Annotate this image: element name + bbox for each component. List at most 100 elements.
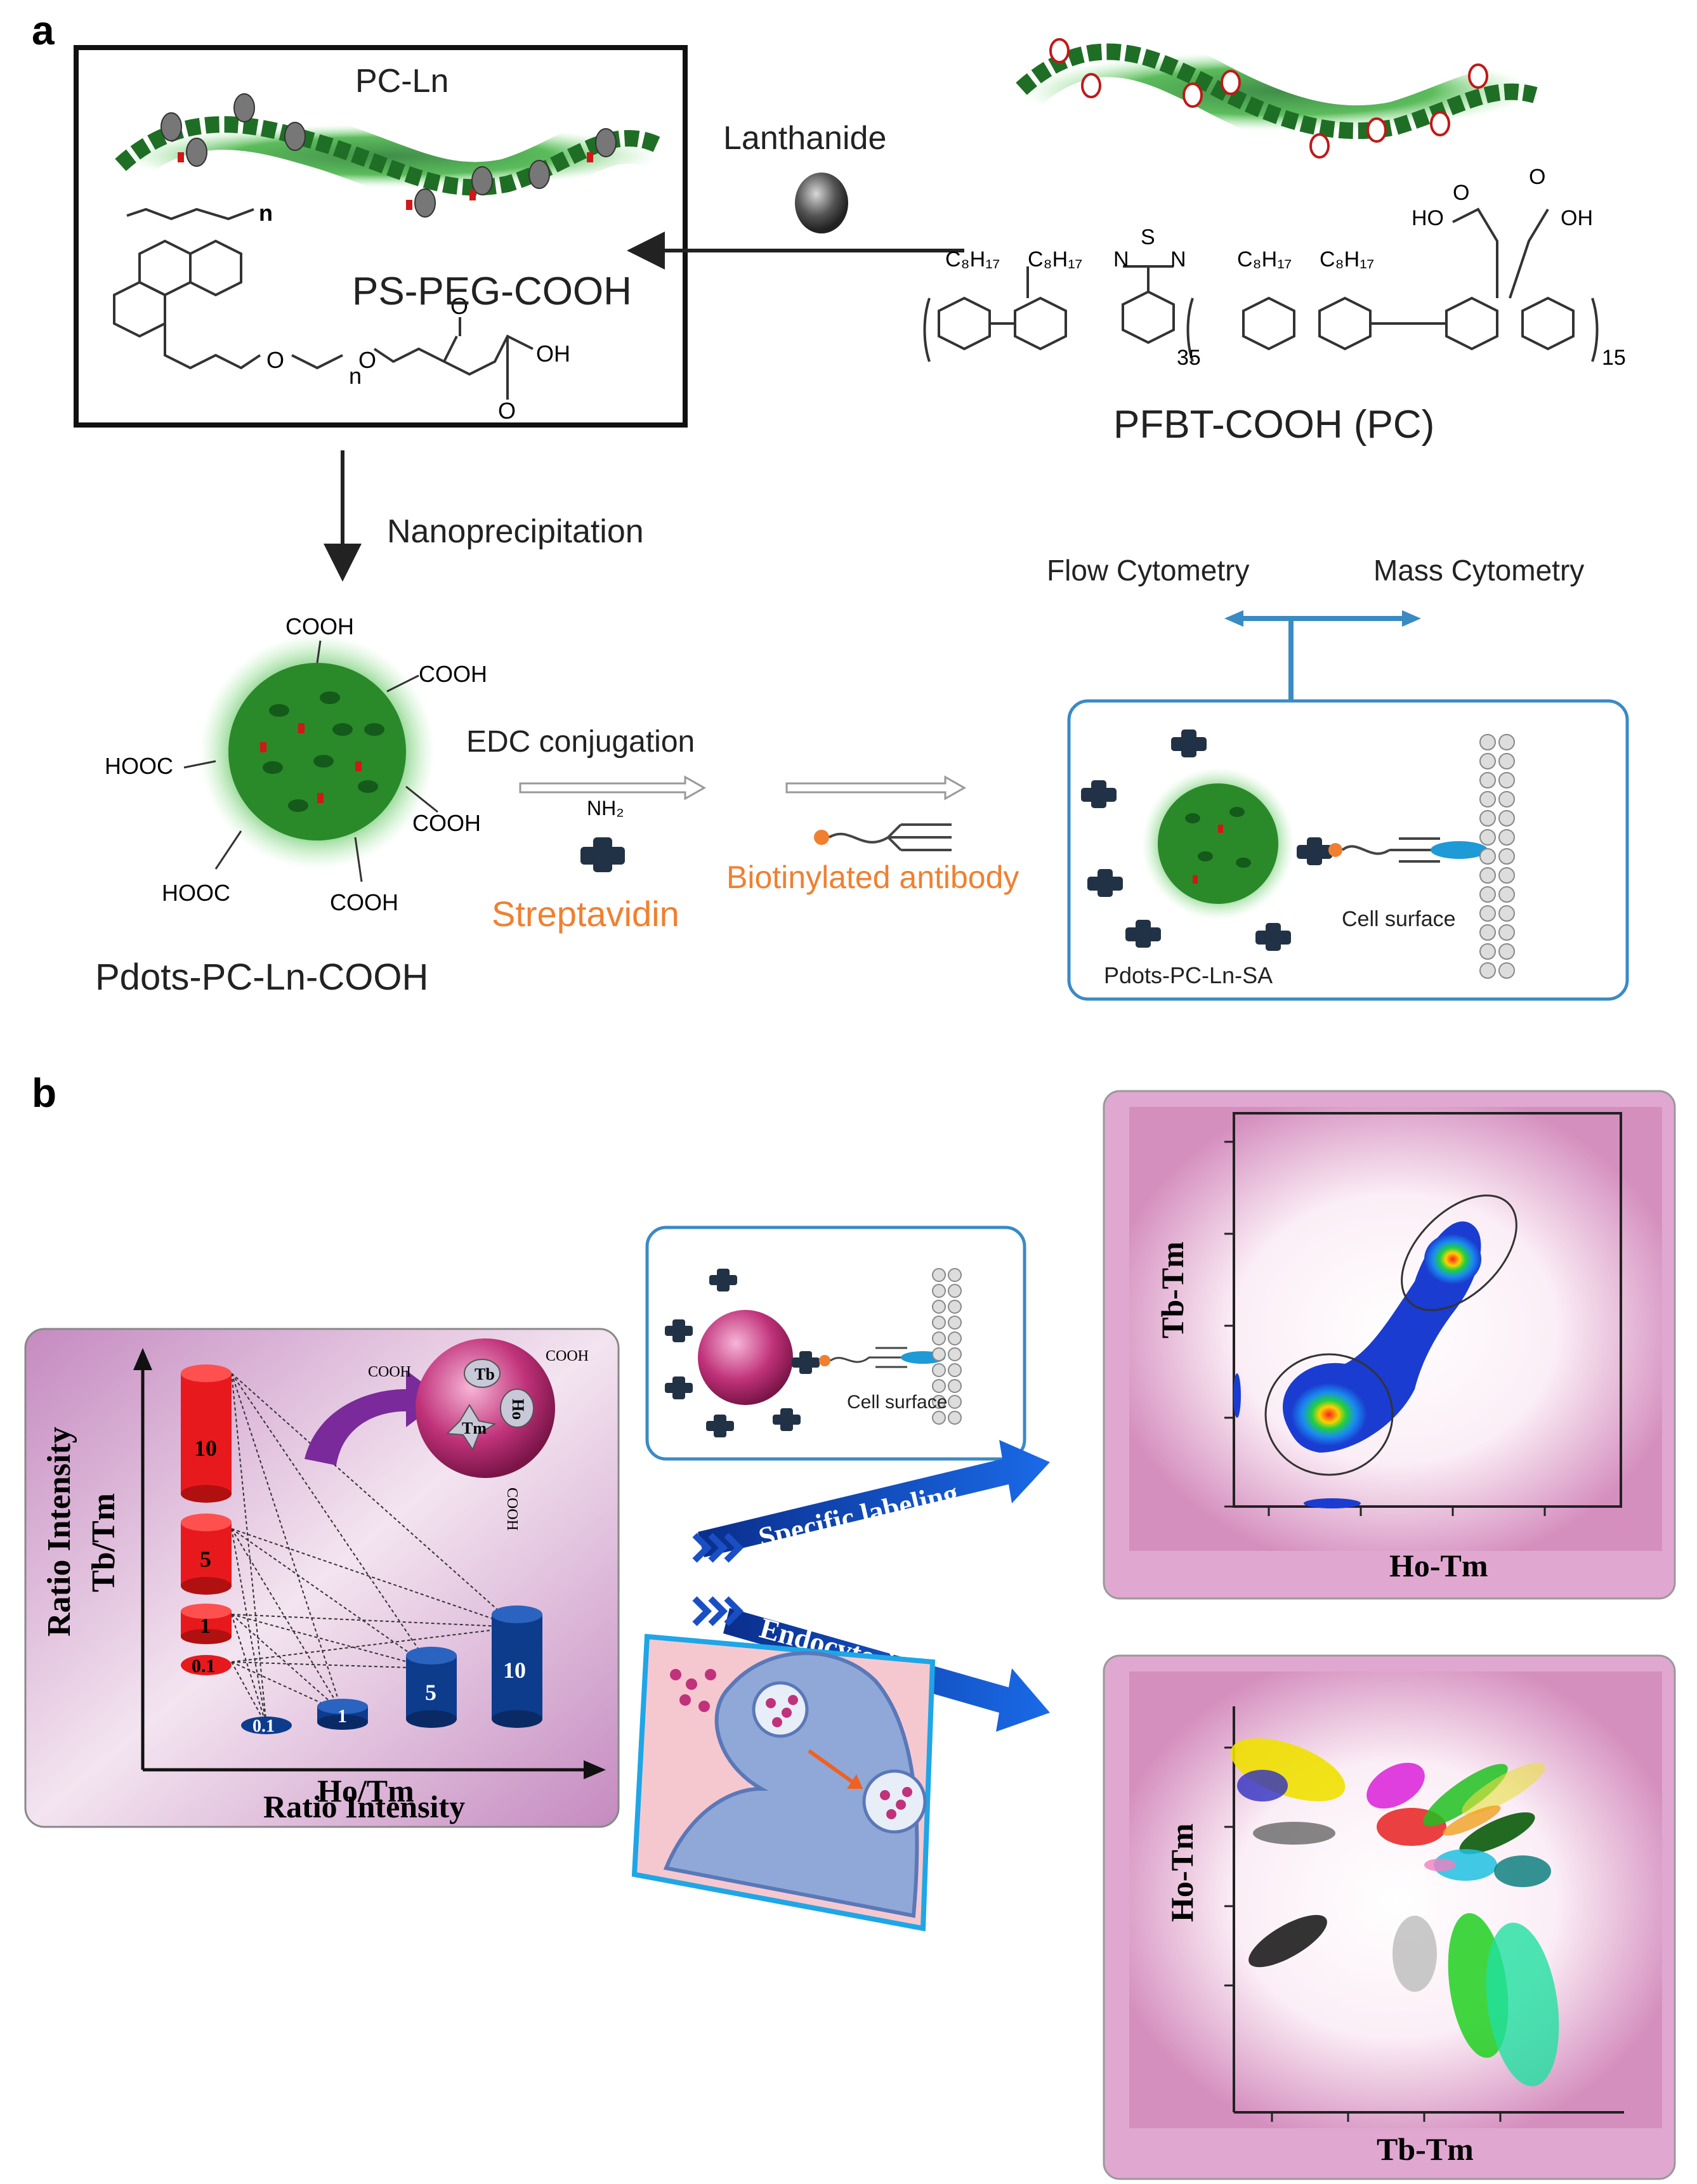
flow-cytometry-label: Flow Cytometry bbox=[1047, 554, 1249, 587]
scatter-plot-1-ticks bbox=[1224, 1141, 1546, 1516]
blue-label-10: 10 bbox=[503, 1658, 526, 1683]
specific-labeling-arrow bbox=[692, 1440, 1050, 1563]
panel-b-label: b bbox=[32, 1070, 56, 1116]
blue-cylinder-0.1 bbox=[241, 1716, 292, 1734]
edc-label: EDC conjugation bbox=[466, 725, 695, 759]
pdots-cooh-particle bbox=[183, 634, 438, 882]
blue-label-0.1: 0.1 bbox=[252, 1716, 275, 1736]
scatter-plot-2-axes bbox=[1233, 1706, 1624, 2114]
red-cylinder-1 bbox=[181, 1604, 232, 1644]
scatter-plot-1-y-label: Tb-Tm bbox=[1155, 1241, 1190, 1338]
pfbt-s: S bbox=[1141, 225, 1155, 249]
pdots-sa-box bbox=[1067, 699, 1629, 1001]
pfbt-c8h17-1: C₈H₁₇ bbox=[945, 247, 1000, 271]
cell-membrane-a bbox=[1479, 734, 1515, 979]
red-cylinder-0.1 bbox=[181, 1655, 232, 1675]
y-axis-title-1: Ratio Intensity bbox=[41, 1427, 77, 1637]
pfbt-c8h17-3: C₈H₁₇ bbox=[1237, 247, 1292, 271]
ps-peg-o2: O bbox=[358, 347, 376, 373]
ps-peg-n: n bbox=[259, 200, 273, 226]
pfbt-oh: OH bbox=[1561, 206, 1593, 230]
ps-peg-oh: OH bbox=[536, 341, 570, 367]
edc-arrow bbox=[519, 775, 707, 801]
ps-peg-o3: O bbox=[450, 293, 468, 319]
pfbt-label: PFBT-COOH (PC) bbox=[1113, 403, 1434, 447]
particle-label-ho: Ho bbox=[509, 1399, 527, 1420]
particle-cooh-right: COOH bbox=[546, 1348, 589, 1364]
red-label-10: 10 bbox=[194, 1435, 217, 1461]
scatter-plot-2-clusters bbox=[1230, 1738, 1559, 2086]
pfbt-ho: HO bbox=[1412, 206, 1444, 230]
scatter-plot-2-bg bbox=[1129, 1671, 1662, 2128]
pfbt-c8h17-2: C₈H₁₇ bbox=[1028, 247, 1082, 271]
red-cylinder-10 bbox=[181, 1364, 232, 1503]
blue-label-5: 5 bbox=[425, 1680, 436, 1705]
red-cylinder-5 bbox=[181, 1514, 232, 1595]
ps-peg-n2: n bbox=[349, 363, 362, 389]
particle-label-tb: Tb bbox=[475, 1365, 495, 1383]
ps-peg-cooh-label: PS-PEG-COOH bbox=[352, 270, 632, 313]
scatter-plot-2-ticks bbox=[1224, 1746, 1502, 2122]
cytometry-branch bbox=[1224, 610, 1421, 701]
pfbt-sub35: 35 bbox=[1177, 346, 1201, 370]
pfbt-n1: N bbox=[1113, 247, 1129, 271]
pdots-hooc-bottom: HOOC bbox=[162, 880, 230, 906]
pdots-cooh-label: Pdots-PC-Ln-COOH bbox=[95, 957, 428, 998]
pfbt-sub15: 15 bbox=[1602, 346, 1626, 370]
ps-peg-o4: O bbox=[498, 398, 516, 424]
streptavidin-icon bbox=[580, 837, 625, 872]
pdots-sa-particle bbox=[1081, 729, 1488, 951]
particle-cooh-left: COOH bbox=[368, 1364, 411, 1380]
biotinylated-antibody-label: Biotinylated antibody bbox=[726, 860, 1019, 895]
cell-surface-label-a: Cell surface bbox=[1342, 907, 1456, 931]
pfbt-o2: O bbox=[1529, 165, 1545, 189]
lanthanide-ball bbox=[795, 173, 848, 233]
red-label-0.1: 0.1 bbox=[192, 1656, 216, 1677]
pdots-hooc-left: HOOC bbox=[105, 753, 173, 779]
red-label-1: 1 bbox=[200, 1614, 211, 1638]
ps-peg-o1: O bbox=[266, 347, 284, 373]
pfbt-o1: O bbox=[1453, 181, 1469, 205]
particle-cooh-bottom: COOH bbox=[504, 1488, 520, 1531]
specific-labeling-label: Specific labeling bbox=[756, 1477, 961, 1554]
blue-cylinder-5 bbox=[406, 1647, 457, 1728]
biotin-arrow bbox=[785, 775, 967, 801]
x-axis-title-2: Ratio Intensity bbox=[263, 1789, 465, 1824]
lanthanide-label: Lanthanide bbox=[723, 120, 886, 157]
scatter-plot-1-x-label: Ho-Tm bbox=[1389, 1548, 1488, 1583]
pdots-sa-label: Pdots-PC-Ln-SA bbox=[1104, 962, 1273, 988]
mass-cytometry-label: Mass Cytometry bbox=[1373, 554, 1584, 587]
pdots-cooh-upper-right: COOH bbox=[419, 661, 487, 687]
blue-cylinder-10 bbox=[492, 1605, 542, 1728]
purple-arrow bbox=[305, 1370, 444, 1465]
scatter-plot-2-y-label: Ho-Tm bbox=[1164, 1823, 1200, 1922]
streptavidin-label: Streptavidin bbox=[492, 894, 679, 934]
blue-label-1: 1 bbox=[337, 1706, 347, 1727]
pfbt-n2: N bbox=[1170, 247, 1186, 271]
pc-ln-label: PC-Ln bbox=[355, 63, 449, 100]
pdots-cooh-top: COOH bbox=[285, 613, 354, 639]
biotinylated-antibody-icon bbox=[814, 823, 952, 851]
ps-peg-structure bbox=[113, 207, 534, 400]
blue-cylinder-1 bbox=[317, 1699, 368, 1730]
ratio-chart-axes bbox=[133, 1348, 606, 1779]
scatter-plot-1-density bbox=[1233, 1194, 1517, 1508]
pc-ln-polymer-chain bbox=[95, 93, 685, 218]
labeling-particle bbox=[665, 1269, 945, 1437]
endocytosis-illustration bbox=[631, 1633, 936, 1932]
nanoprecipitation-label: Nanoprecipitation bbox=[387, 513, 644, 550]
y-axis-title-2: Tb/Tm bbox=[86, 1493, 122, 1592]
scatter-plot-1-axes bbox=[1233, 1112, 1622, 1508]
nh2-label: NH₂ bbox=[587, 797, 624, 820]
pdots-cooh-bottom: COOH bbox=[330, 889, 398, 915]
particle-label-tm: Tm bbox=[462, 1419, 487, 1437]
scatter-plot-2-x-label: Tb-Tm bbox=[1377, 2131, 1474, 2167]
red-label-5: 5 bbox=[200, 1546, 211, 1572]
ratio-chart-links bbox=[231, 1373, 518, 1726]
x-axis-title-1: Ho/Tm bbox=[317, 1773, 414, 1808]
pfbt-c8h17-4: C₈H₁₇ bbox=[1320, 247, 1374, 271]
pc-ln-box bbox=[74, 45, 688, 428]
cell-surface-label-b: Cell surface bbox=[847, 1392, 947, 1413]
pfbt-structure bbox=[923, 207, 1599, 362]
